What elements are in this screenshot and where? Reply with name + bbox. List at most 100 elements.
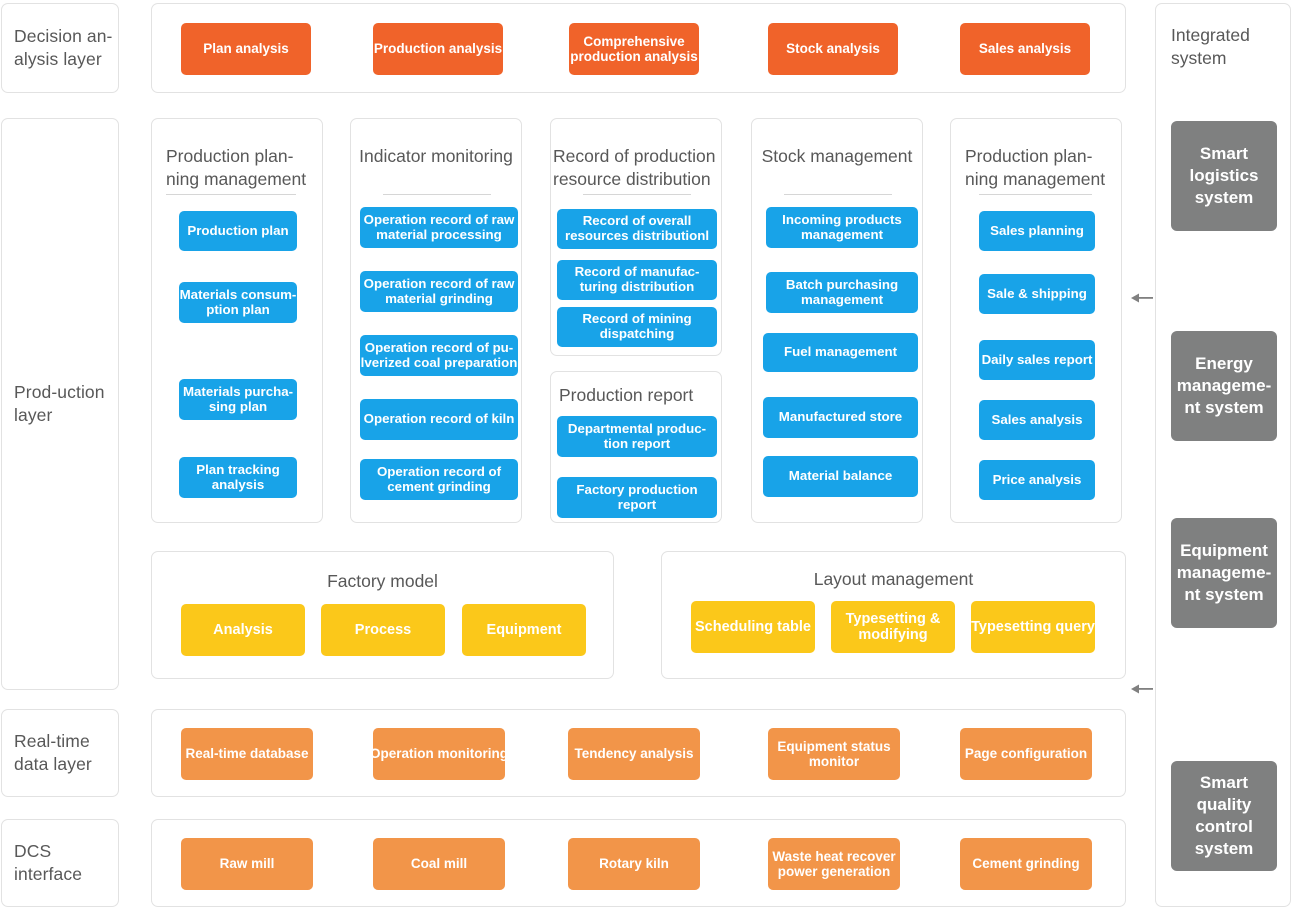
chip-record-manufacturing-distribution[interactable]: Record of manufac-turing distribution [557, 260, 717, 300]
chip-daily-sales-report[interactable]: Daily sales report [979, 340, 1095, 380]
chip-analysis[interactable]: Analysis [181, 604, 305, 656]
layer-label-realtime: Real-time data layer [1, 709, 119, 797]
chip-manufactured-store[interactable]: Manufactured store [763, 397, 918, 438]
chip-label: Smart quality control system [1194, 772, 1254, 859]
chip-operation-record-raw-material-grinding[interactable]: Operation record of raw material grindin… [360, 271, 518, 312]
chip-sales-planning[interactable]: Sales planning [979, 211, 1095, 251]
chip-operation-record-raw-material-processing[interactable]: Operation record of raw material process… [360, 207, 518, 248]
decision-item-comprehensive-production-analysis[interactable]: Comprehensive production analysis [569, 23, 699, 75]
chip-label: Waste heat recover power generation [772, 848, 896, 879]
chip-operation-record-pulverized-coal-preparation[interactable]: Operation record of pu-lverized coal pre… [360, 335, 518, 376]
chip-label: Operation record of pu-lverized coal pre… [360, 339, 518, 370]
chip-label: Scheduling table [694, 618, 811, 635]
chip-departmental-production-report[interactable]: Departmental produc-tion report [557, 416, 717, 457]
chip-price-analysis[interactable]: Price analysis [979, 460, 1095, 500]
group-title-underline [383, 194, 491, 195]
chip-record-mining-dispatching[interactable]: Record of mining dispatching [557, 307, 717, 347]
group-record-of-production-resource-distribution: Record of production resource distributi… [550, 118, 722, 356]
layer-label-decision-text: Decision an-alysis layer [14, 25, 113, 69]
chip-label: Plan analysis [203, 41, 289, 57]
chip-label: Cement grinding [972, 856, 1080, 872]
chip-label: Typesetting query [971, 618, 1095, 635]
chip-record-overall-resources-distribution[interactable]: Record of overall resources distribution… [557, 209, 717, 249]
chip-label: Manufactured store [778, 409, 903, 425]
chip-label: Page configuration [964, 746, 1088, 762]
chip-operation-monitoring[interactable]: Operation monitoring [373, 728, 505, 780]
chip-equipment[interactable]: Equipment [462, 604, 586, 656]
chip-smart-quality-control-system[interactable]: Smart quality control system [1171, 761, 1277, 871]
chip-label: Operation record of kiln [363, 411, 515, 427]
realtime-data-panel: Real-time database Operation monitoring … [151, 709, 1126, 797]
chip-waste-heat-recover-power-generation[interactable]: Waste heat recover power generation [768, 838, 900, 890]
chip-operation-record-of-kiln[interactable]: Operation record of kiln [360, 399, 518, 440]
chip-sale-and-shipping[interactable]: Sale & shipping [979, 274, 1095, 314]
chip-tendency-analysis[interactable]: Tendency analysis [568, 728, 700, 780]
group-title: Production plan-ning management [965, 146, 1106, 189]
layer-label-dcs-text: DCS interface [14, 840, 83, 884]
chip-rotary-kiln[interactable]: Rotary kiln [568, 838, 700, 890]
chip-label: Stock analysis [786, 41, 880, 57]
chip-energy-management-system[interactable]: Energy manageme-nt system [1171, 331, 1277, 441]
group-title-underline [979, 194, 1092, 195]
chip-equipment-status-monitor[interactable]: Equipment status monitor [768, 728, 900, 780]
chip-materials-consumption-plan[interactable]: Materials consum-ption plan [179, 282, 297, 323]
layer-label-production: Prod-uction layer [1, 118, 119, 690]
arrow-left-lower [1131, 682, 1153, 694]
chip-coal-mill[interactable]: Coal mill [373, 838, 505, 890]
chip-equipment-management-system[interactable]: Equipment manageme-nt system [1171, 518, 1277, 628]
chip-label: Record of manufac-turing distribution [574, 264, 700, 294]
chip-cement-grinding[interactable]: Cement grinding [960, 838, 1092, 890]
chip-typesetting-query[interactable]: Typesetting query [971, 601, 1095, 653]
chip-plan-tracking-analysis[interactable]: Plan tracking analysis [179, 457, 297, 498]
chip-label: Incoming products management [782, 211, 902, 242]
decision-analysis-panel: Plan analysis Production analysis Compre… [151, 3, 1126, 93]
chip-typesetting-and-modifying[interactable]: Typesetting & modifying [831, 601, 955, 653]
chip-sales-analysis[interactable]: Sales analysis [979, 400, 1095, 440]
group-production-planning-management-1: Production plan-ning management Producti… [151, 118, 323, 523]
chip-batch-purchasing-management[interactable]: Batch purchasing management [766, 272, 918, 313]
chip-operation-record-cement-grinding[interactable]: Operation record of cement grinding [360, 459, 518, 500]
chip-label: Plan tracking analysis [196, 461, 280, 492]
group-production-report: Production report Departmental produc-ti… [550, 371, 722, 523]
integrated-system-title: Integrated system [1171, 25, 1250, 68]
decision-item-production-analysis[interactable]: Production analysis [373, 23, 503, 75]
chip-raw-mill[interactable]: Raw mill [181, 838, 313, 890]
chip-material-balance[interactable]: Material balance [763, 456, 918, 497]
group-title-underline [166, 194, 296, 195]
chip-factory-production-report[interactable]: Factory production report [557, 477, 717, 518]
chip-label: Equipment [486, 621, 562, 638]
chip-incoming-products-management[interactable]: Incoming products management [766, 207, 918, 248]
chip-label: Operation record of cement grinding [376, 463, 502, 494]
chip-label: Real-time database [185, 746, 309, 762]
chip-page-configuration[interactable]: Page configuration [960, 728, 1092, 780]
decision-item-stock-analysis[interactable]: Stock analysis [768, 23, 898, 75]
chip-label: Sale & shipping [987, 285, 1087, 301]
chip-label: Factory production report [576, 481, 698, 512]
chip-production-plan[interactable]: Production plan [179, 211, 297, 251]
chip-label: Raw mill [219, 856, 275, 872]
integrated-system-panel: Integrated system Smart logistics system… [1155, 3, 1291, 907]
chip-smart-logistics-system[interactable]: Smart logistics system [1171, 121, 1277, 231]
chip-label: Smart logistics system [1189, 143, 1259, 208]
chip-label: Sales analysis [978, 41, 1072, 57]
chip-label: Typesetting & modifying [845, 610, 941, 643]
chip-label: Operation monitoring [373, 746, 505, 762]
decision-item-plan-analysis[interactable]: Plan analysis [181, 23, 311, 75]
chip-label: Operation record of raw material process… [363, 211, 515, 242]
group-title-underline [583, 194, 691, 195]
chip-label: Analysis [213, 621, 273, 638]
chip-label: Operation record of raw material grindin… [363, 275, 515, 306]
group-stock-management: Stock management Incoming products manag… [751, 118, 923, 523]
chip-label: Record of overall resources distribution… [564, 213, 710, 243]
chip-materials-purchasing-plan[interactable]: Materials purcha-sing plan [179, 379, 297, 420]
chip-label: Record of mining dispatching [582, 311, 692, 341]
decision-item-sales-analysis[interactable]: Sales analysis [960, 23, 1090, 75]
chip-scheduling-table[interactable]: Scheduling table [691, 601, 815, 653]
chip-process[interactable]: Process [321, 604, 445, 656]
chip-fuel-management[interactable]: Fuel management [763, 333, 918, 372]
chip-label: Daily sales report [981, 351, 1093, 367]
chip-label: Rotary kiln [599, 856, 669, 872]
chip-label: Coal mill [410, 856, 468, 872]
chip-real-time-database[interactable]: Real-time database [181, 728, 313, 780]
chip-label: Material balance [788, 468, 893, 484]
